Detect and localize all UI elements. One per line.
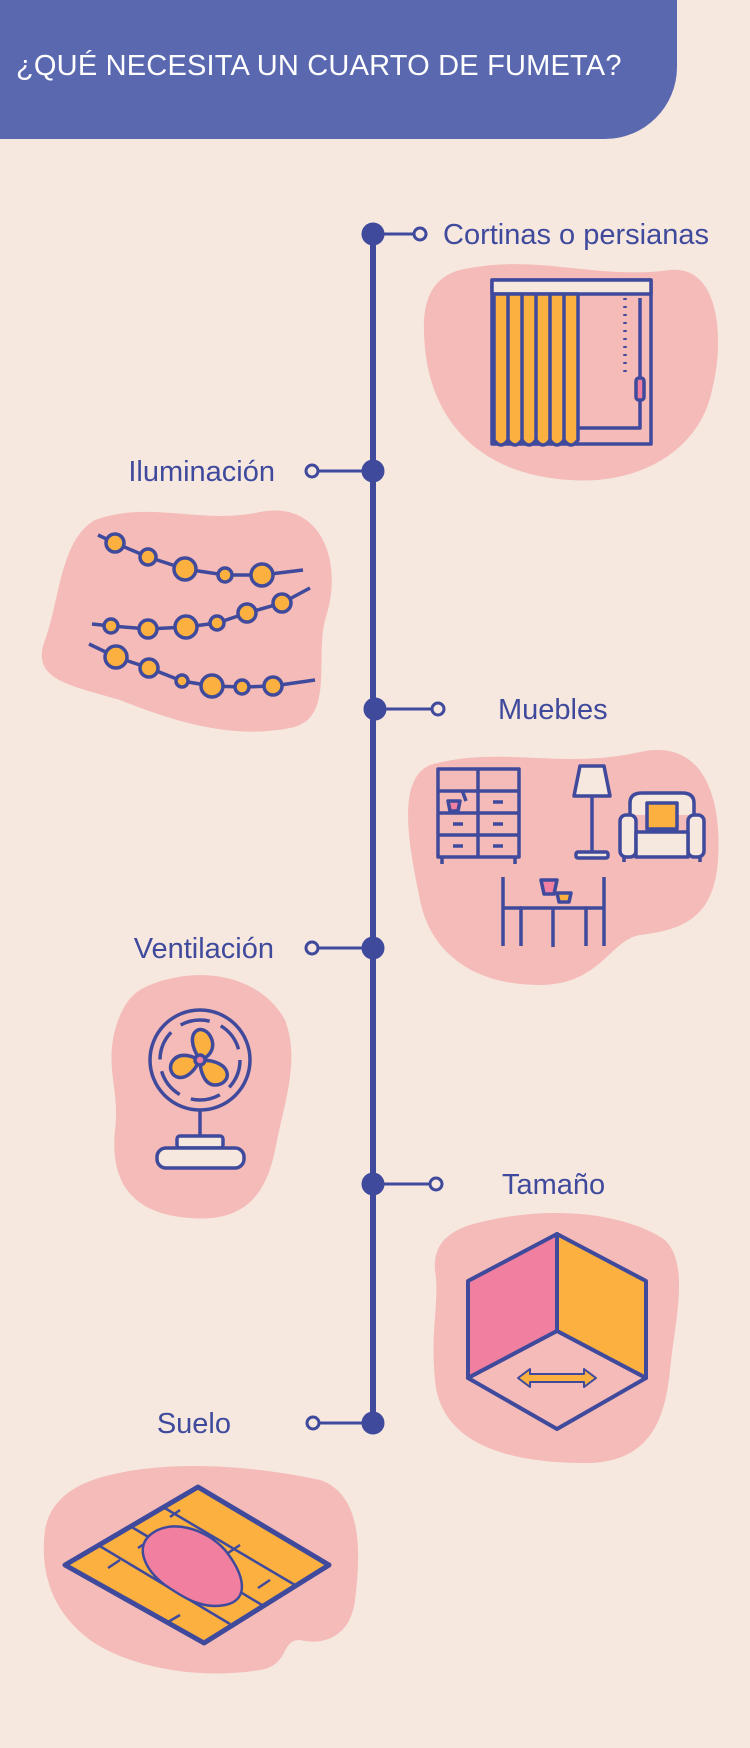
floor-icon [62,1484,332,1646]
string-lights-icon [88,532,316,699]
rug-icon [141,1525,244,1608]
label-ventilacion: Ventilación [134,933,274,965]
timeline-node-iluminacion [304,459,385,483]
timeline-node-suelo [305,1411,385,1435]
armchair-icon [618,791,706,862]
cabinet-icon [436,767,521,864]
floor-lamp-icon [572,764,612,860]
timeline-node-tamano [361,1172,444,1196]
label-cortinas: Cortinas o persianas [443,219,709,251]
timeline-node-cortinas [361,222,428,246]
curtain-icon [490,278,653,447]
label-suelo: Suelo [157,1408,231,1440]
page-title: ¿QUÉ NECESITA UN CUARTO DE FUMETA? [16,50,622,82]
label-iluminacion: Iluminación [128,456,275,488]
timeline-node-muebles [363,697,446,721]
room-size-icon [466,1232,648,1431]
fan-icon [148,1008,252,1170]
timeline-node-ventilacion [304,936,385,960]
label-muebles: Muebles [498,694,608,726]
label-tamano: Tamaño [502,1169,605,1201]
table-chairs-icon [501,877,606,947]
furniture-icon [436,764,706,947]
double-arrow-icon [517,1368,597,1388]
timeline [304,222,446,1435]
header-banner: ¿QUÉ NECESITA UN CUARTO DE FUMETA? [0,0,677,139]
